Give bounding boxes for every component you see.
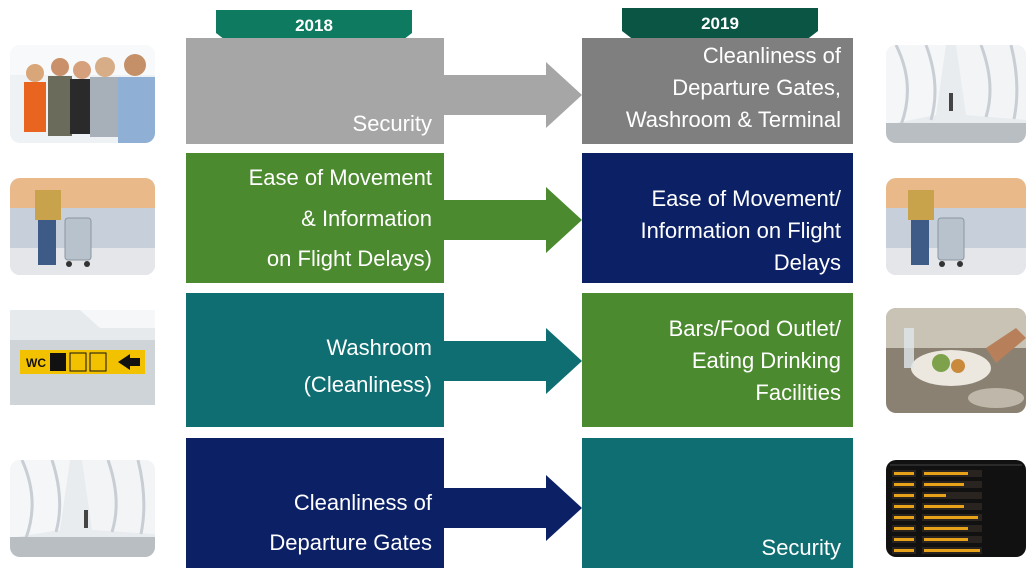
traveler-luggage-photo (886, 178, 1026, 275)
departure-board-photo (886, 460, 1026, 557)
terminal-hall-photo (10, 460, 155, 557)
label-2019-row1: Cleanliness of Departure Gates, Washroom… (625, 43, 841, 132)
people-group-photo (10, 45, 155, 143)
box-2019-cleanliness-gates-washroom: Cleanliness of Departure Gates, Washroom… (582, 38, 853, 144)
terminal-hall-photo (886, 45, 1026, 143)
box-2018-security: Security (186, 38, 444, 144)
label-2019-row3: Bars/Food Outlet/ Eating Drinking Facili… (668, 316, 841, 405)
wc-sign-photo: WC (10, 310, 155, 405)
year-right-label: 2019 (701, 14, 739, 33)
box-2018-washroom: Washroom (Cleanliness) (186, 293, 444, 427)
label-2018-row3: Washroom (Cleanliness) (303, 334, 432, 397)
year-tab-2019: 2019 (622, 8, 818, 40)
year-left-label: 2018 (295, 16, 333, 35)
label-2019-row4: Security (761, 535, 841, 561)
arrow-row2 (444, 187, 582, 253)
box-2018-cleanliness-gates: Cleanliness of Departure Gates (186, 438, 444, 568)
arrow-row3 (444, 328, 582, 394)
food-dining-photo (886, 308, 1026, 413)
year-tab-2018: 2018 (216, 10, 412, 42)
box-2018-ease-of-movement: Ease of Movement & Information on Flight… (186, 153, 444, 283)
svg-text:WC: WC (26, 356, 46, 370)
arrow-row4 (444, 475, 582, 541)
box-2019-ease-of-movement: Ease of Movement/ Information on Flight … (582, 153, 853, 283)
traveler-luggage-photo (10, 178, 155, 275)
label-2018-row2: Ease of Movement & Information on Flight… (248, 164, 432, 272)
box-2019-bars-food: Bars/Food Outlet/ Eating Drinking Facili… (582, 293, 853, 427)
box-2019-security: Security (582, 438, 853, 568)
label-2018-row1: Security (352, 111, 432, 137)
label-2018-row4: Cleanliness of Departure Gates (269, 489, 432, 556)
arrow-row1 (444, 62, 582, 128)
label-2019-row2: Ease of Movement/ Information on Flight … (640, 186, 841, 276)
